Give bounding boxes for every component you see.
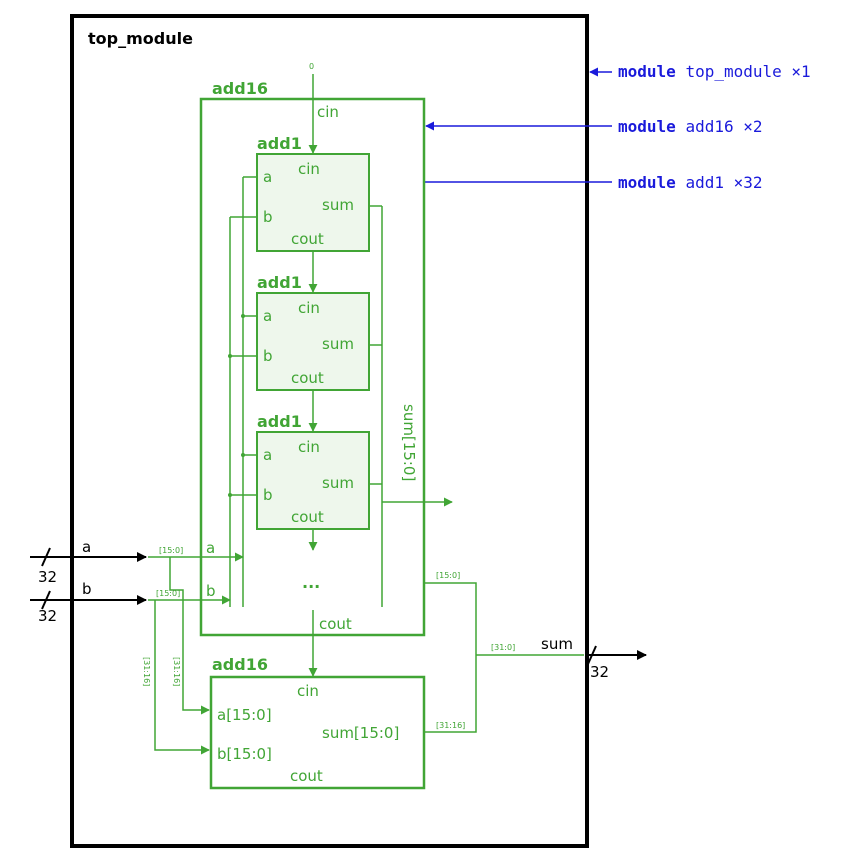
svg-text:add1: add1 [257,134,302,153]
legend-add16: module add16 ×2 [425,117,763,136]
a-high-wire [169,557,210,715]
svg-text:b: b [263,347,273,365]
svg-text:b: b [82,580,92,598]
svg-text:cout: cout [291,508,324,526]
lower-add16-box [209,675,426,790]
svg-text:a[15:0]: a[15:0] [217,706,272,724]
svg-text:[31:16]: [31:16] [172,657,181,686]
output-sum: sum 32 [476,635,647,681]
svg-text:cin: cin [297,682,319,700]
svg-text:[15:0]: [15:0] [436,571,460,580]
svg-text:sum[15:0]: sum[15:0] [322,724,399,742]
add1-cell-1: add1 cin a b sum cout [256,134,382,252]
svg-text:[31:16]: [31:16] [436,721,465,730]
legend-add1: module add1 ×32 [369,173,763,192]
svg-text:sum: sum [322,335,354,353]
svg-text:[15:0]: [15:0] [156,589,180,598]
svg-text:b: b [263,208,273,226]
svg-text:b[15:0]: b[15:0] [217,745,272,763]
svg-text:a: a [263,307,272,325]
svg-text:cout: cout [291,230,324,248]
svg-text:b: b [206,582,216,600]
top-module-label: top_module [88,29,193,48]
svg-text:cout: cout [291,369,324,387]
svg-text:add1: add1 [257,412,302,431]
input-a: a 32 [30,538,147,586]
svg-text:a: a [82,538,91,556]
svg-text:module top_module ×1: module top_module ×1 [618,62,811,81]
svg-text:[31:16]: [31:16] [142,657,151,686]
svg-text:a: a [206,539,215,557]
svg-text:[15:0]: [15:0] [159,546,183,555]
upper-add16-label: add16 [212,79,268,98]
svg-text:cout: cout [290,767,323,785]
cin-constant: 0 [309,62,314,71]
upper-sum-bus-label: sum[15:0] [400,404,418,481]
upper-add16-cout: cout [319,615,352,633]
svg-text:32: 32 [38,568,57,586]
svg-text:a: a [263,446,272,464]
lower-add16-label: add16 [212,655,268,674]
add1-cell-3: add1 cin a b sum cout [228,412,382,530]
svg-text:module add1 ×32: module add1 ×32 [618,173,763,192]
add1-cell-2: add1 cin a b sum cout [228,273,382,391]
svg-text:cin: cin [298,438,320,456]
svg-text:cin: cin [298,160,320,178]
b-high-wire [154,600,210,755]
svg-text:add1: add1 [257,273,302,292]
svg-text:module add16 ×2: module add16 ×2 [618,117,763,136]
svg-text:a: a [263,168,272,186]
input-b: b 32 [30,580,147,625]
svg-text:32: 32 [38,607,57,625]
legend-top-module: module top_module ×1 [589,62,811,81]
svg-text:32: 32 [590,663,609,681]
upper-add16-cin: cin [317,103,339,121]
svg-text:b: b [263,486,273,504]
cell-ellipsis: ... [302,573,320,592]
sum-low-route [424,582,477,655]
svg-text:sum: sum [541,635,573,653]
svg-text:[31:0]: [31:0] [491,643,515,652]
svg-text:sum: sum [322,196,354,214]
svg-text:sum: sum [322,474,354,492]
svg-text:cin: cin [298,299,320,317]
sum-high-route [424,655,477,733]
